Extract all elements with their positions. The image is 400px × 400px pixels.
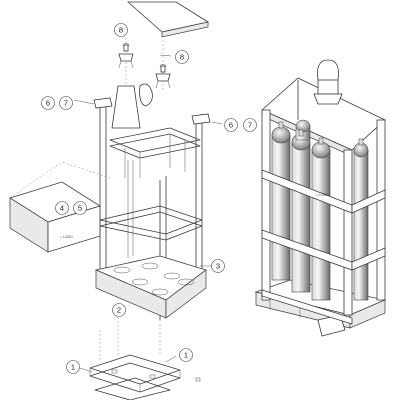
exploded-frame	[93, 83, 211, 320]
bundle-logo-text: ◇ LOGO	[316, 193, 329, 197]
callout-7-left: 7	[59, 96, 73, 110]
svg-text:8: 8	[119, 26, 123, 35]
svg-text:4: 4	[60, 204, 64, 213]
svg-text:3: 3	[216, 262, 220, 271]
svg-text:1: 1	[71, 363, 75, 372]
svg-text:2: 2	[117, 306, 121, 315]
panel-logo-text: ◇ LOGO	[60, 235, 73, 239]
svg-text:7: 7	[64, 99, 68, 108]
bundle-lifting-ring	[317, 59, 339, 81]
callout-8-top: 8	[114, 23, 128, 37]
assembled-cylinder-bundle: ◇ LOGO	[254, 59, 387, 337]
callout-5: 5	[73, 201, 87, 215]
lifting-eye-right	[155, 64, 171, 89]
svg-text:8: 8	[180, 53, 184, 62]
lifting-eye-left	[118, 43, 134, 69]
svg-text:7: 7	[248, 121, 252, 130]
callout-7-right: 7	[243, 118, 257, 132]
leader-lines	[73, 54, 223, 373]
callout-6-right: 6	[224, 118, 238, 132]
callout-4: 4	[55, 201, 69, 215]
callout-3: 3	[211, 259, 225, 273]
svg-text:5: 5	[78, 204, 82, 213]
callout-6-left: 6	[41, 96, 55, 110]
callout-8-right: 8	[175, 50, 189, 64]
side-label-panel: ◇ LOGO	[9, 161, 111, 253]
bottom-pallet-parts	[89, 354, 201, 400]
callout-2: 2	[112, 303, 126, 317]
callout-1-right: 1	[179, 348, 193, 362]
top-cover-plate	[126, 1, 210, 38]
callout-1-left: 1	[66, 360, 80, 374]
svg-text:6: 6	[229, 121, 233, 130]
svg-text:6: 6	[46, 99, 50, 108]
svg-text:1: 1	[184, 351, 188, 360]
